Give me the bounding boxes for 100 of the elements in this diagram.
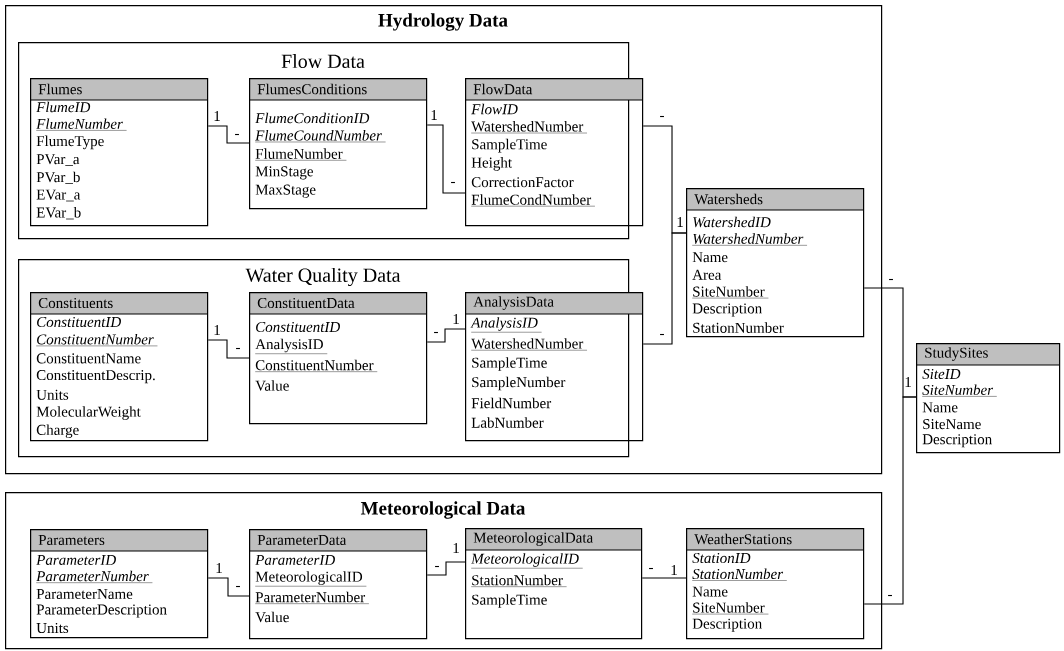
field-name: EVar_b bbox=[36, 207, 81, 220]
field-name: SampleTime bbox=[472, 138, 547, 153]
table-header: ConstituentData bbox=[257, 297, 355, 309]
field-name: Height bbox=[471, 157, 512, 171]
field-name: FieldNumber bbox=[471, 397, 552, 409]
table-header: WeatherStations bbox=[694, 533, 792, 545]
field-name: SiteName bbox=[923, 419, 981, 430]
field-name: Description bbox=[692, 618, 762, 632]
field-name: SiteNumber bbox=[692, 602, 769, 615]
field-name: ParameterName bbox=[36, 589, 133, 599]
field-name: ConstituentNumber bbox=[255, 359, 378, 372]
cardinality-mark: - bbox=[236, 585, 240, 588]
field-name: FlumeCondNumber bbox=[471, 194, 596, 207]
field-name: Value bbox=[255, 380, 289, 391]
field-name: WatershedNumber bbox=[692, 233, 808, 246]
field-name: Units bbox=[36, 389, 69, 400]
field-name: Charge bbox=[36, 424, 79, 438]
field-name: MeteorologicalID bbox=[471, 553, 583, 569]
field-name: FlumeType bbox=[36, 135, 104, 150]
field-name: Units bbox=[36, 622, 69, 634]
table-header: FlumesConditions bbox=[257, 83, 367, 95]
field-name: Name bbox=[692, 252, 728, 263]
field-name: PVar_b bbox=[36, 171, 80, 184]
table-header: Flumes bbox=[38, 83, 82, 95]
connector-line bbox=[641, 577, 687, 579]
field-name: ConstituentDescrip. bbox=[36, 370, 155, 384]
field-name: WatershedID bbox=[693, 216, 771, 228]
cardinality-mark: 1 bbox=[453, 543, 459, 553]
field-name: Description bbox=[922, 434, 992, 448]
field-name: FlumeCoundNumber bbox=[255, 130, 386, 143]
field-name: FlumeConditionID bbox=[255, 112, 370, 124]
field-name: AnalysisID bbox=[255, 338, 328, 354]
field-name: FlumeNumber bbox=[36, 118, 127, 131]
connector-line bbox=[207, 339, 250, 359]
cardinality-mark: 1 bbox=[214, 111, 220, 121]
table-header: MeteorologicalData bbox=[473, 532, 593, 546]
field-name: WatershedNumber bbox=[471, 338, 588, 351]
field-name: Area bbox=[692, 269, 722, 280]
field-name: Name bbox=[922, 402, 958, 413]
cardinality-mark: - bbox=[435, 565, 439, 568]
cardinality-mark: 1 bbox=[216, 563, 222, 573]
table-header: StudySites bbox=[925, 347, 988, 361]
cardinality-mark: 1 bbox=[214, 325, 220, 335]
cardinality-mark: - bbox=[236, 347, 240, 350]
cardinality-mark: - bbox=[649, 567, 653, 570]
connector-line bbox=[207, 577, 250, 597]
field-name: MolecularWeight bbox=[36, 406, 141, 420]
field-name: SampleTime bbox=[472, 357, 547, 371]
table-header: ParameterData bbox=[257, 535, 347, 545]
cardinality-mark: - bbox=[889, 278, 893, 281]
field-name: ConstituentName bbox=[36, 353, 141, 364]
cardinality-mark: 1 bbox=[677, 217, 683, 227]
cardinality-mark: - bbox=[660, 115, 664, 118]
field-name: FlowID bbox=[471, 103, 518, 115]
field-name: CorrectionFactor bbox=[471, 177, 574, 188]
field-name: ParameterDescription bbox=[36, 604, 167, 618]
field-name: PVar_a bbox=[36, 154, 80, 166]
table-header: FlowData bbox=[473, 83, 533, 95]
field-name: ConstituentID bbox=[37, 316, 121, 328]
connector-line bbox=[642, 232, 687, 345]
table-header: Watersheds bbox=[694, 193, 763, 205]
panel-title: Meteorological Data bbox=[360, 501, 526, 519]
connector-line bbox=[863, 396, 917, 605]
table-header: Parameters bbox=[38, 535, 105, 545]
field-name: Value bbox=[255, 611, 289, 623]
panel-title: Water Quality Data bbox=[245, 267, 401, 287]
table-header: Constituents bbox=[38, 297, 113, 309]
cardinality-mark: - bbox=[888, 594, 892, 597]
field-name: WatershedNumber bbox=[471, 121, 588, 134]
field-name: FlumeID bbox=[36, 101, 91, 113]
field-name: StationNumber bbox=[471, 574, 567, 587]
field-name: Description bbox=[692, 303, 762, 317]
field-name: SiteNumber bbox=[692, 286, 769, 299]
field-name: SiteID bbox=[922, 368, 961, 380]
cardinality-mark: 1 bbox=[453, 314, 459, 324]
field-name: ParameterNumber bbox=[255, 591, 370, 604]
cardinality-mark: - bbox=[451, 181, 455, 184]
cardinality-mark: 1 bbox=[431, 110, 437, 120]
field-name: MeteorologicalID bbox=[255, 571, 367, 587]
field-name: Name bbox=[692, 586, 728, 597]
connector-line bbox=[426, 561, 466, 576]
cardinality-mark: - bbox=[434, 331, 438, 334]
connector-line bbox=[207, 125, 250, 144]
field-name: ConstituentNumber bbox=[36, 333, 158, 347]
field-name: SampleNumber bbox=[472, 376, 566, 391]
field-name: StationNumber bbox=[693, 322, 784, 333]
cardinality-mark: 1 bbox=[671, 565, 677, 575]
field-name: ParameterID bbox=[255, 555, 335, 565]
field-name: ParameterID bbox=[36, 555, 116, 565]
field-name: StationNumber bbox=[692, 568, 787, 581]
field-name: MinStage bbox=[255, 166, 313, 180]
field-name: StationID bbox=[692, 552, 751, 564]
connector-line bbox=[426, 124, 466, 194]
field-name: LabNumber bbox=[471, 417, 544, 428]
field-name: AnalysisID bbox=[470, 317, 542, 333]
field-name: FlumeNumber bbox=[255, 148, 347, 161]
table-header: AnalysisData bbox=[473, 296, 554, 310]
panel-title: Hydrology Data bbox=[378, 13, 508, 31]
cardinality-mark: - bbox=[660, 333, 664, 336]
cardinality-mark: 1 bbox=[905, 377, 911, 387]
